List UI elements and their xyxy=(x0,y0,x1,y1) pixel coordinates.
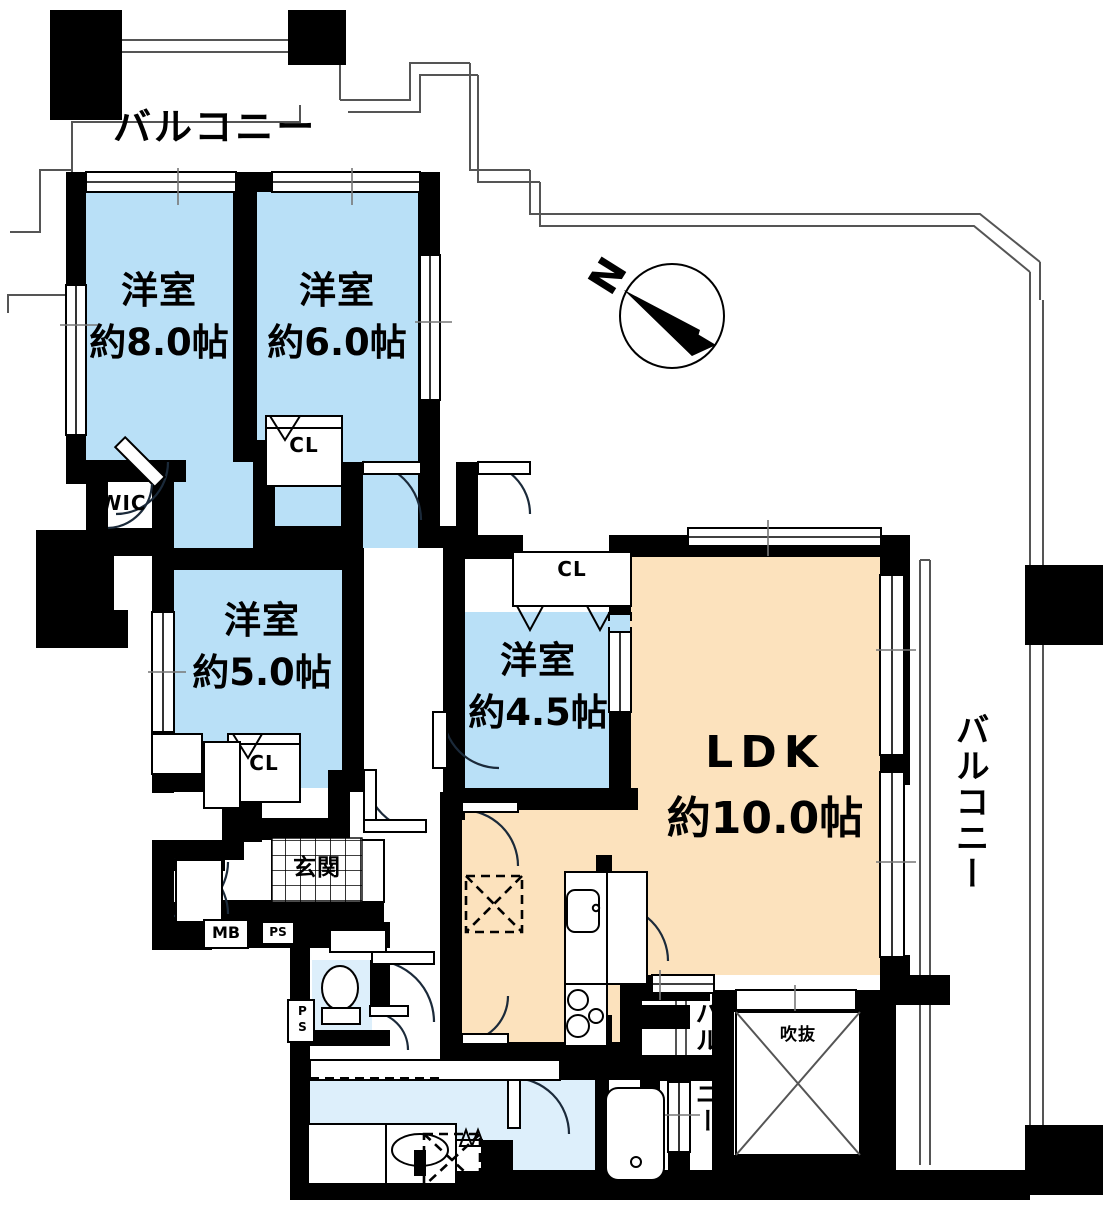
pillar-r xyxy=(1025,565,1103,645)
void-label: 吹抜 xyxy=(780,1025,816,1045)
room-fill-ldk xyxy=(630,535,900,975)
room-fill-bed1 xyxy=(83,172,235,462)
room-label-bed2-name: 洋室 xyxy=(299,269,375,312)
wall-bed3-right xyxy=(342,548,364,708)
kitchen-counter xyxy=(606,871,648,985)
closet-label-bed2: CL xyxy=(289,433,319,457)
dashed-equipment xyxy=(422,874,524,1188)
ps-box-upper xyxy=(261,921,295,945)
wic-label: WIC xyxy=(99,491,147,515)
wall-genkan-bottom xyxy=(222,900,384,922)
room-label-bed3-size: 約5.0帖 xyxy=(192,651,332,694)
cabinet-left-hall xyxy=(203,741,241,809)
room-label-bed2-size: 約6.0帖 xyxy=(267,321,407,364)
room-label-ldk-name: LDK xyxy=(705,727,825,778)
washer-space xyxy=(422,1132,482,1188)
meter-boxes xyxy=(203,919,315,1043)
ps-box-lower xyxy=(287,999,315,1043)
room-label-bed4-size: 約4.5帖 xyxy=(468,691,608,734)
windows xyxy=(65,171,905,1153)
room-label-bed3-name: 洋室 xyxy=(224,599,300,642)
pillar-tm xyxy=(288,10,346,65)
dashed-lines xyxy=(310,612,632,1079)
closets xyxy=(108,415,632,803)
window-ticks xyxy=(60,168,916,1116)
pillar-tl xyxy=(50,10,122,120)
ps-label-lower: PS xyxy=(295,1004,310,1036)
room-fill-bed2 xyxy=(253,172,421,462)
closet-label-bed4: CL xyxy=(557,557,587,581)
toilet-tank xyxy=(321,1007,361,1025)
mb-label: MB xyxy=(211,923,241,942)
closet-bed4 xyxy=(512,551,632,607)
wall-void-left xyxy=(712,990,734,1190)
ac-slot-hall xyxy=(464,874,524,934)
wall-cl-bed2-bottom xyxy=(253,526,363,548)
room-label-bed1-name: 洋室 xyxy=(121,269,197,312)
wall-bed1-right xyxy=(233,172,257,462)
doors xyxy=(107,435,670,1135)
room-label-bed4-name: 洋室 xyxy=(500,639,576,682)
room-label-bed1-size: 約8.0帖 xyxy=(89,321,229,364)
closet-label-bed3: CL xyxy=(249,751,279,775)
closet-bed2 xyxy=(265,423,343,487)
balcony-bottom-label: バルコニー xyxy=(692,1000,721,1135)
wall-bed3-top xyxy=(152,548,364,570)
mb-box xyxy=(203,919,249,949)
wall-bed4-top-l xyxy=(443,535,523,559)
genkan-label: 玄関 xyxy=(293,855,341,881)
pillar-br xyxy=(1025,1125,1103,1195)
vanity-cabinet xyxy=(307,1123,387,1185)
balcony-top-label: バルコニー xyxy=(113,105,318,149)
room-label-ldk-size: 約10.0帖 xyxy=(666,793,864,844)
bathtub xyxy=(605,1087,665,1181)
wall-bed4-left xyxy=(443,535,465,820)
balcony-right-label: バルコニー xyxy=(949,712,990,892)
toilet-bowl xyxy=(321,965,359,1011)
wall-cl3-bottom xyxy=(240,818,350,840)
ps-label-upper: PS xyxy=(269,925,287,939)
wall-hall-ldk-left xyxy=(440,792,462,1064)
compass-rose xyxy=(619,263,725,369)
void-box xyxy=(735,1011,861,1156)
kitchen-sink xyxy=(566,889,600,933)
genkan-tile xyxy=(271,837,363,903)
